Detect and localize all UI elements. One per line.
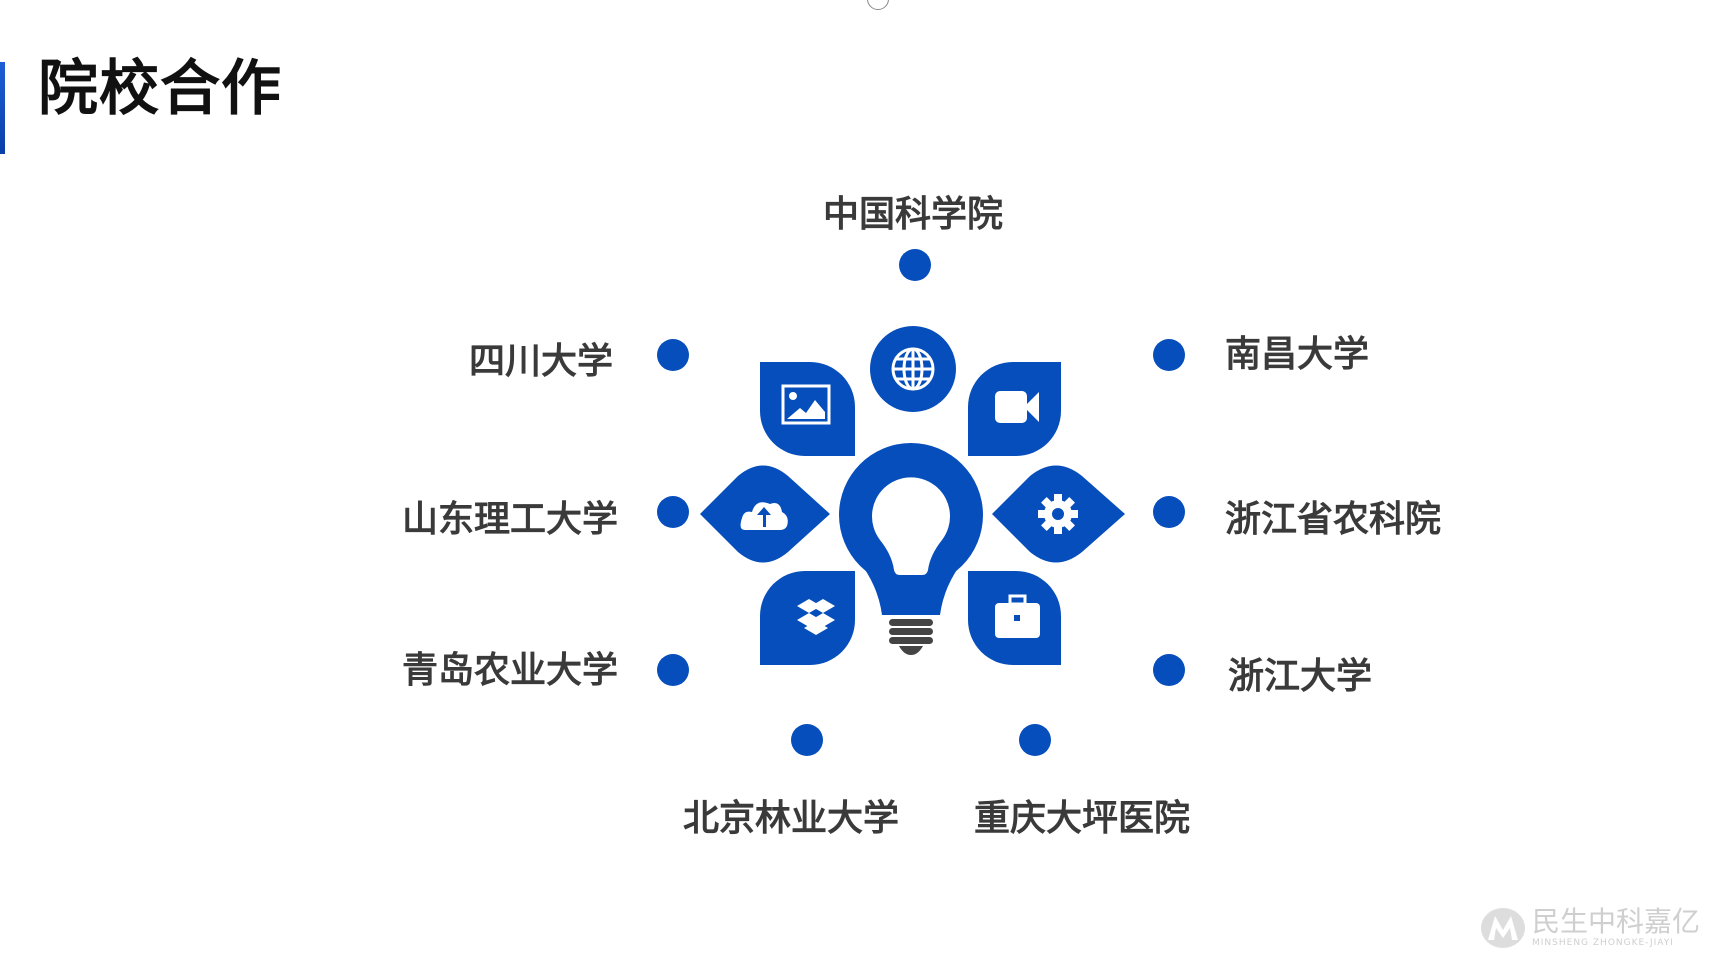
logo-cn: 民生中科嘉亿 bbox=[1532, 905, 1701, 938]
gear-icon bbox=[992, 465, 1125, 563]
institution-label: 四川大学 bbox=[468, 341, 613, 382]
institution-label: 浙江大学 bbox=[1228, 656, 1373, 697]
page-title: 院校合作 bbox=[38, 54, 282, 124]
institution-label: 青岛农业大学 bbox=[401, 650, 618, 691]
image-icon bbox=[760, 362, 855, 456]
institution-label: 浙江省农科院 bbox=[1225, 499, 1442, 540]
dot-right-2 bbox=[1153, 496, 1185, 528]
logo-mark-icon bbox=[1481, 908, 1525, 948]
dot-right-3 bbox=[1153, 654, 1185, 686]
dot-right-1 bbox=[1153, 339, 1185, 371]
dropbox-icon bbox=[760, 571, 855, 665]
dot-left-2 bbox=[657, 496, 689, 528]
institution-label: 山东理工大学 bbox=[401, 499, 618, 540]
globe-icon bbox=[870, 326, 956, 412]
cloud-upload-icon bbox=[700, 465, 830, 563]
dot-top bbox=[899, 249, 931, 281]
institution-label: 北京林业大学 bbox=[682, 798, 899, 839]
logo-en: MINSHENG ZHONGKE-JIAYI bbox=[1532, 938, 1674, 948]
institution-label: 重庆大坪医院 bbox=[973, 798, 1190, 839]
lightbulb-icon bbox=[839, 443, 983, 655]
dot-left-1 bbox=[657, 339, 689, 371]
briefcase-icon bbox=[968, 571, 1061, 665]
institution-label: 南昌大学 bbox=[1225, 334, 1370, 375]
institution-label: 中国科学院 bbox=[822, 194, 1003, 235]
title-accent-bar bbox=[0, 62, 5, 154]
dot-left-3 bbox=[657, 654, 689, 686]
video-icon bbox=[968, 362, 1061, 456]
company-logo: 民生中科嘉亿 MINSHENG ZHONGKE-JIAYI bbox=[1480, 906, 1700, 950]
dot-bottom-right bbox=[1019, 724, 1051, 756]
dot-bottom-left bbox=[791, 724, 823, 756]
